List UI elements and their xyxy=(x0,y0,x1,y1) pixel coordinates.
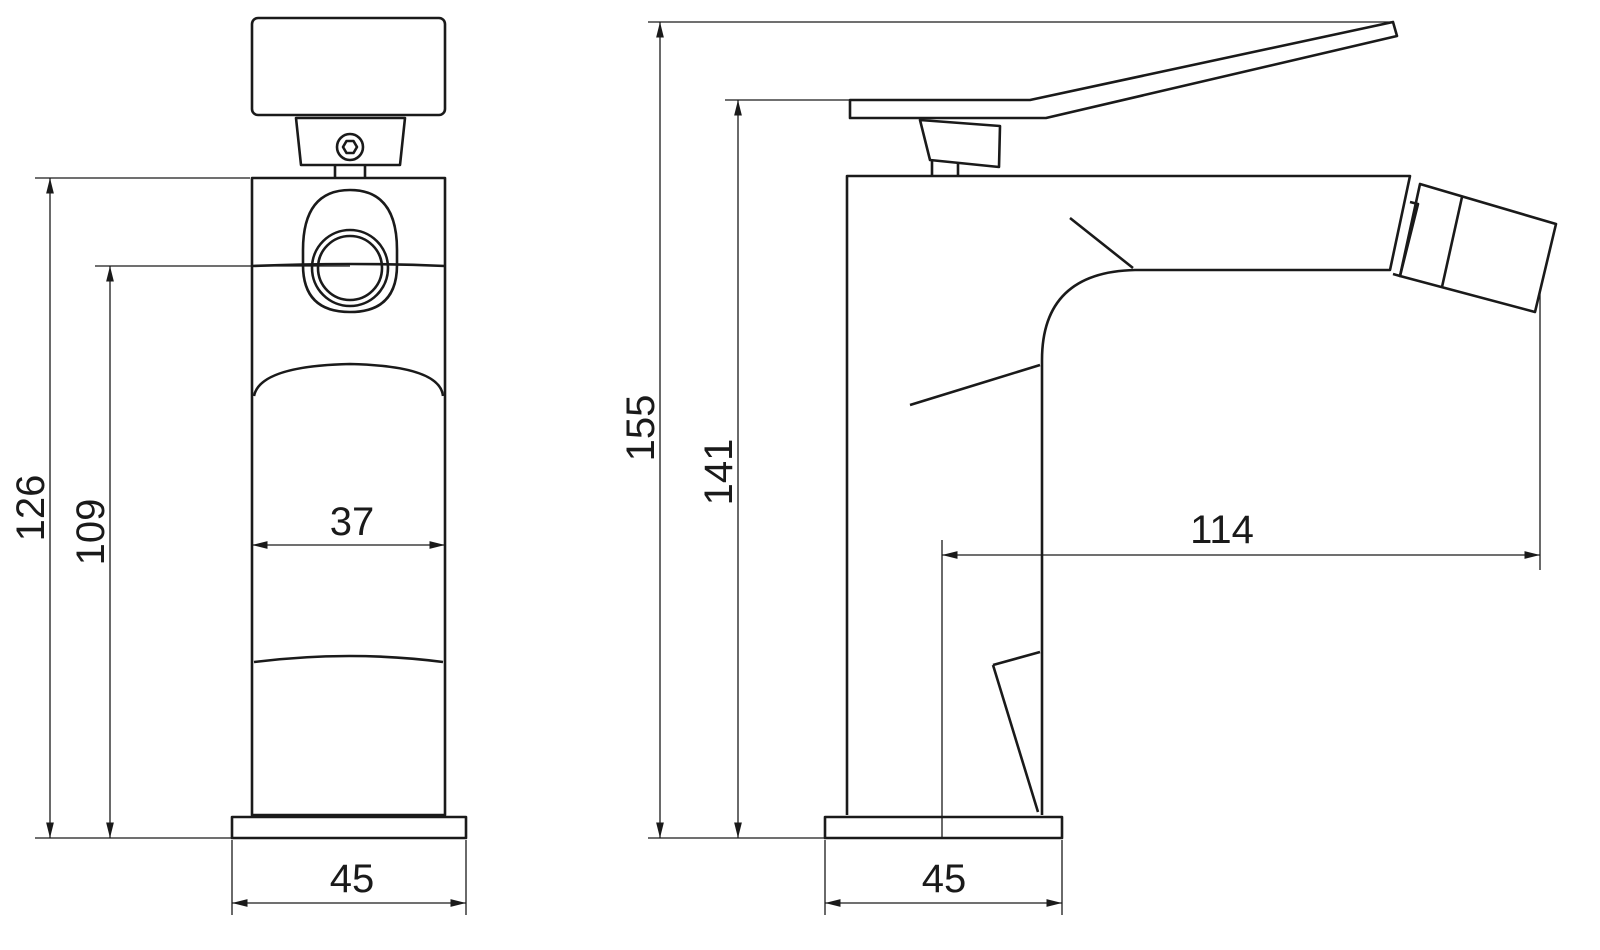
side-cartridge xyxy=(918,118,1002,169)
front-cartridge xyxy=(294,116,407,167)
front-view xyxy=(230,16,468,840)
front-body-contour-upper xyxy=(252,362,445,397)
aerator-outer xyxy=(310,228,390,308)
dim-label-height-top: 141 xyxy=(697,439,741,506)
front-dimensions: 126 109 37 45 xyxy=(9,177,467,915)
side-body xyxy=(845,174,1412,815)
hex-screw-icon xyxy=(335,132,365,162)
dim-label-side-base-width: 45 xyxy=(922,857,967,901)
front-stems xyxy=(333,165,367,178)
spout-nozzle xyxy=(1398,182,1558,314)
front-body-contour-lower xyxy=(253,654,444,664)
front-base xyxy=(230,815,468,840)
section-lines xyxy=(909,216,1134,813)
dim-label-height-outlet: 109 xyxy=(69,499,113,566)
dim-label-height-total: 126 xyxy=(9,475,53,542)
side-base xyxy=(823,815,1064,840)
dim-label-height-handle: 155 xyxy=(619,395,663,462)
front-body xyxy=(250,176,447,817)
dim-label-spout-reach: 114 xyxy=(1190,508,1254,552)
dim-label-body-width: 37 xyxy=(330,500,375,544)
aerator-inner xyxy=(316,234,384,302)
dim-label-front-base-width: 45 xyxy=(330,857,375,901)
side-view xyxy=(823,20,1558,840)
side-lever-handle xyxy=(848,20,1399,120)
front-handle xyxy=(250,16,447,117)
side-dimensions: 155 141 114 45 xyxy=(619,21,1541,915)
